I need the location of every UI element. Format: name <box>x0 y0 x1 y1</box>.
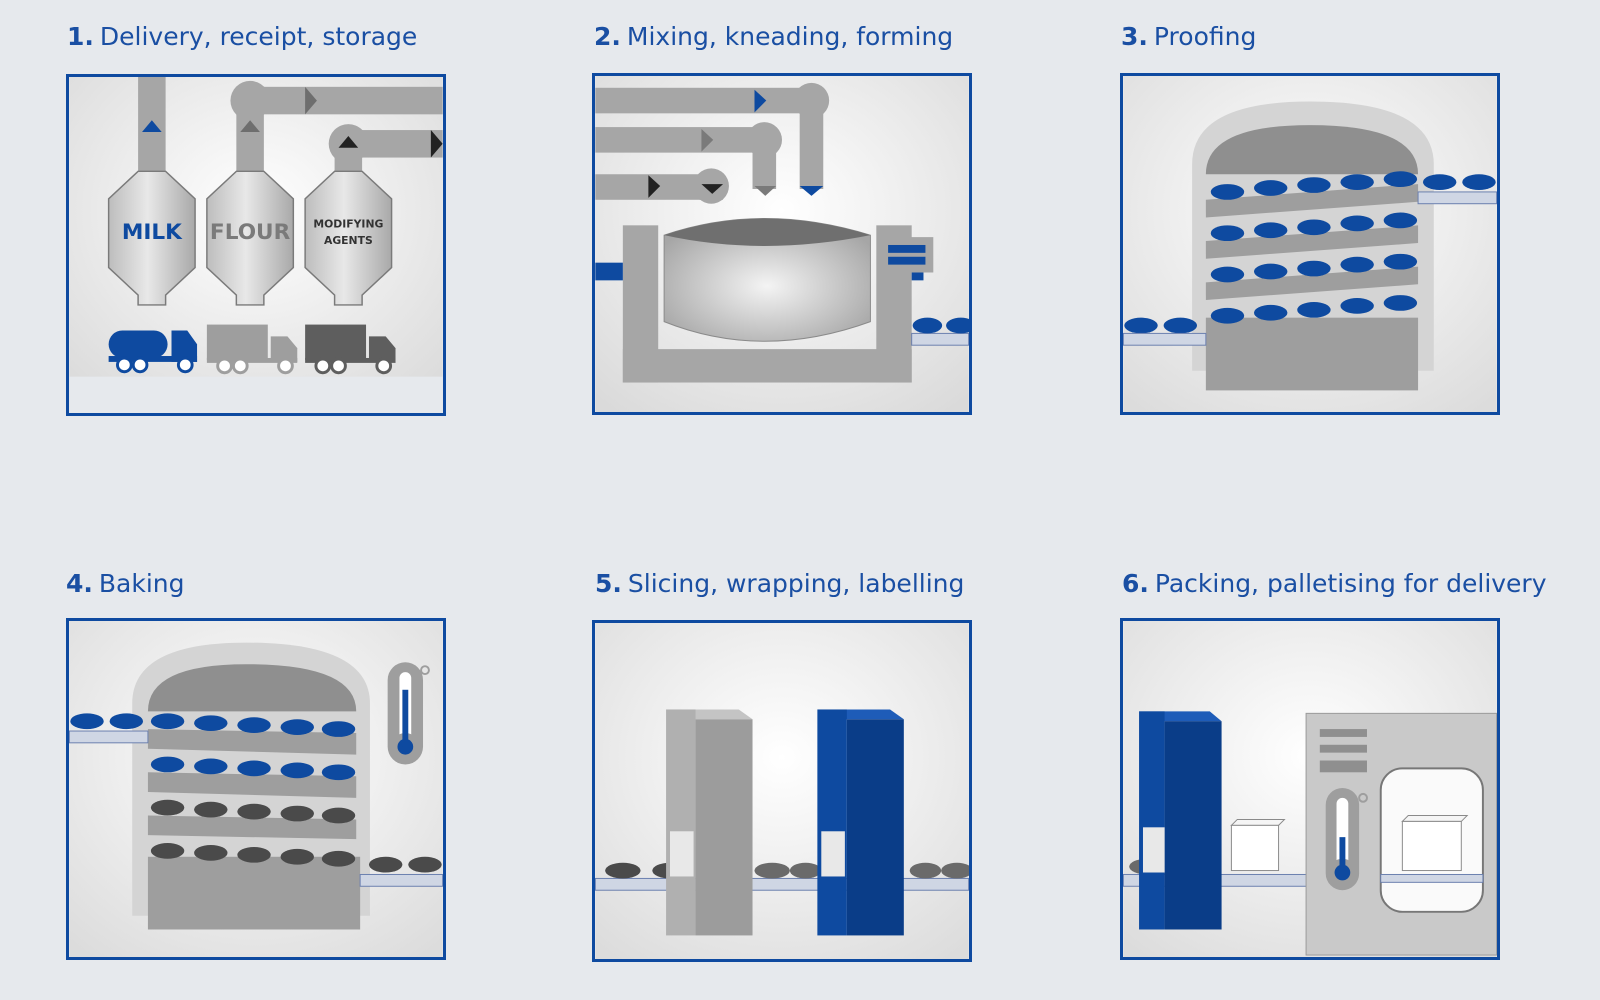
flow-arrow-icon <box>648 175 661 198</box>
panel-slicing <box>592 620 972 962</box>
conveyor-icon <box>1417 191 1497 205</box>
conveyor-icon <box>69 730 149 744</box>
step-title-4: 4.Baking <box>66 571 185 596</box>
panel-packing <box>1120 618 1500 960</box>
step-title-2: 2.Mixing, kneading, forming <box>594 24 953 49</box>
oven-icon <box>132 642 370 930</box>
step-title-6: 6.Packing, palletising for delivery <box>1122 571 1547 596</box>
step-number: 5. <box>595 569 622 598</box>
step-label: Slicing, wrapping, labelling <box>627 569 965 598</box>
flow-arrow-icon <box>701 184 724 194</box>
mixer-bowl-icon <box>663 218 871 342</box>
flow-arrow-icon <box>305 86 317 115</box>
step-number: 4. <box>66 569 93 598</box>
flow-arrow-icon <box>754 186 777 196</box>
step-title-5: 5.Slicing, wrapping, labelling <box>595 571 964 596</box>
box-icon <box>1230 818 1286 872</box>
panel-proofing <box>1120 73 1500 415</box>
step-label: Proofing <box>1153 22 1257 51</box>
step-number: 2. <box>594 22 621 51</box>
step-label: Packing, palletising for delivery <box>1154 569 1547 598</box>
flow-arrow-icon <box>338 135 359 148</box>
silo-icon <box>107 170 393 306</box>
panel-delivery: MILK FLOUR MODIFYING AGENTS <box>66 74 446 416</box>
packer-tower-icon <box>1139 711 1222 930</box>
conveyor-icon <box>595 877 969 891</box>
thermometer-icon <box>1325 788 1368 891</box>
bread-loaf-icon <box>70 713 442 873</box>
step-label: Delivery, receipt, storage <box>99 22 418 51</box>
flow-arrow-icon <box>430 130 443 158</box>
silo-label-modifying: MODIFYING <box>313 217 383 230</box>
sliced-loaf-icon <box>754 862 969 879</box>
panel-mixing <box>592 73 972 415</box>
step-title-3: 3.Proofing <box>1121 24 1256 49</box>
silo-label-flour: FLOUR <box>210 220 291 245</box>
step-number: 3. <box>1121 22 1148 51</box>
delivery-truck-icon <box>206 324 298 375</box>
silo-label-milk: MILK <box>122 220 183 245</box>
dough-loaf-icon <box>1124 171 1496 334</box>
step-title-1: 1.Delivery, receipt, storage <box>67 24 417 49</box>
flow-arrow-icon <box>142 120 162 133</box>
flow-arrow-icon <box>240 120 260 133</box>
palletiser-icon <box>1305 712 1497 956</box>
step-label: Mixing, kneading, forming <box>626 22 954 51</box>
proofing-chamber-icon <box>1192 101 1434 391</box>
conveyor-icon <box>359 873 443 887</box>
tanker-truck-icon <box>108 330 198 374</box>
conveyor-icon <box>911 317 969 346</box>
pipe-icon <box>138 77 443 176</box>
flow-arrow-icon <box>754 89 767 113</box>
flow-arrow-icon <box>799 186 824 196</box>
wrapper-tower-icon <box>817 709 904 936</box>
axle-icon <box>595 262 623 281</box>
panel-baking <box>66 618 446 960</box>
control-panel-icon <box>880 237 934 273</box>
delivery-truck-icon <box>305 324 396 375</box>
conveyor-icon <box>1123 332 1207 346</box>
step-number: 1. <box>67 22 94 51</box>
slicer-tower-icon <box>666 709 753 936</box>
silo-label-agents: AGENTS <box>324 234 373 247</box>
step-label: Baking <box>98 569 185 598</box>
step-number: 6. <box>1122 569 1149 598</box>
thermometer-icon <box>387 662 430 765</box>
flow-arrow-icon <box>701 129 714 152</box>
